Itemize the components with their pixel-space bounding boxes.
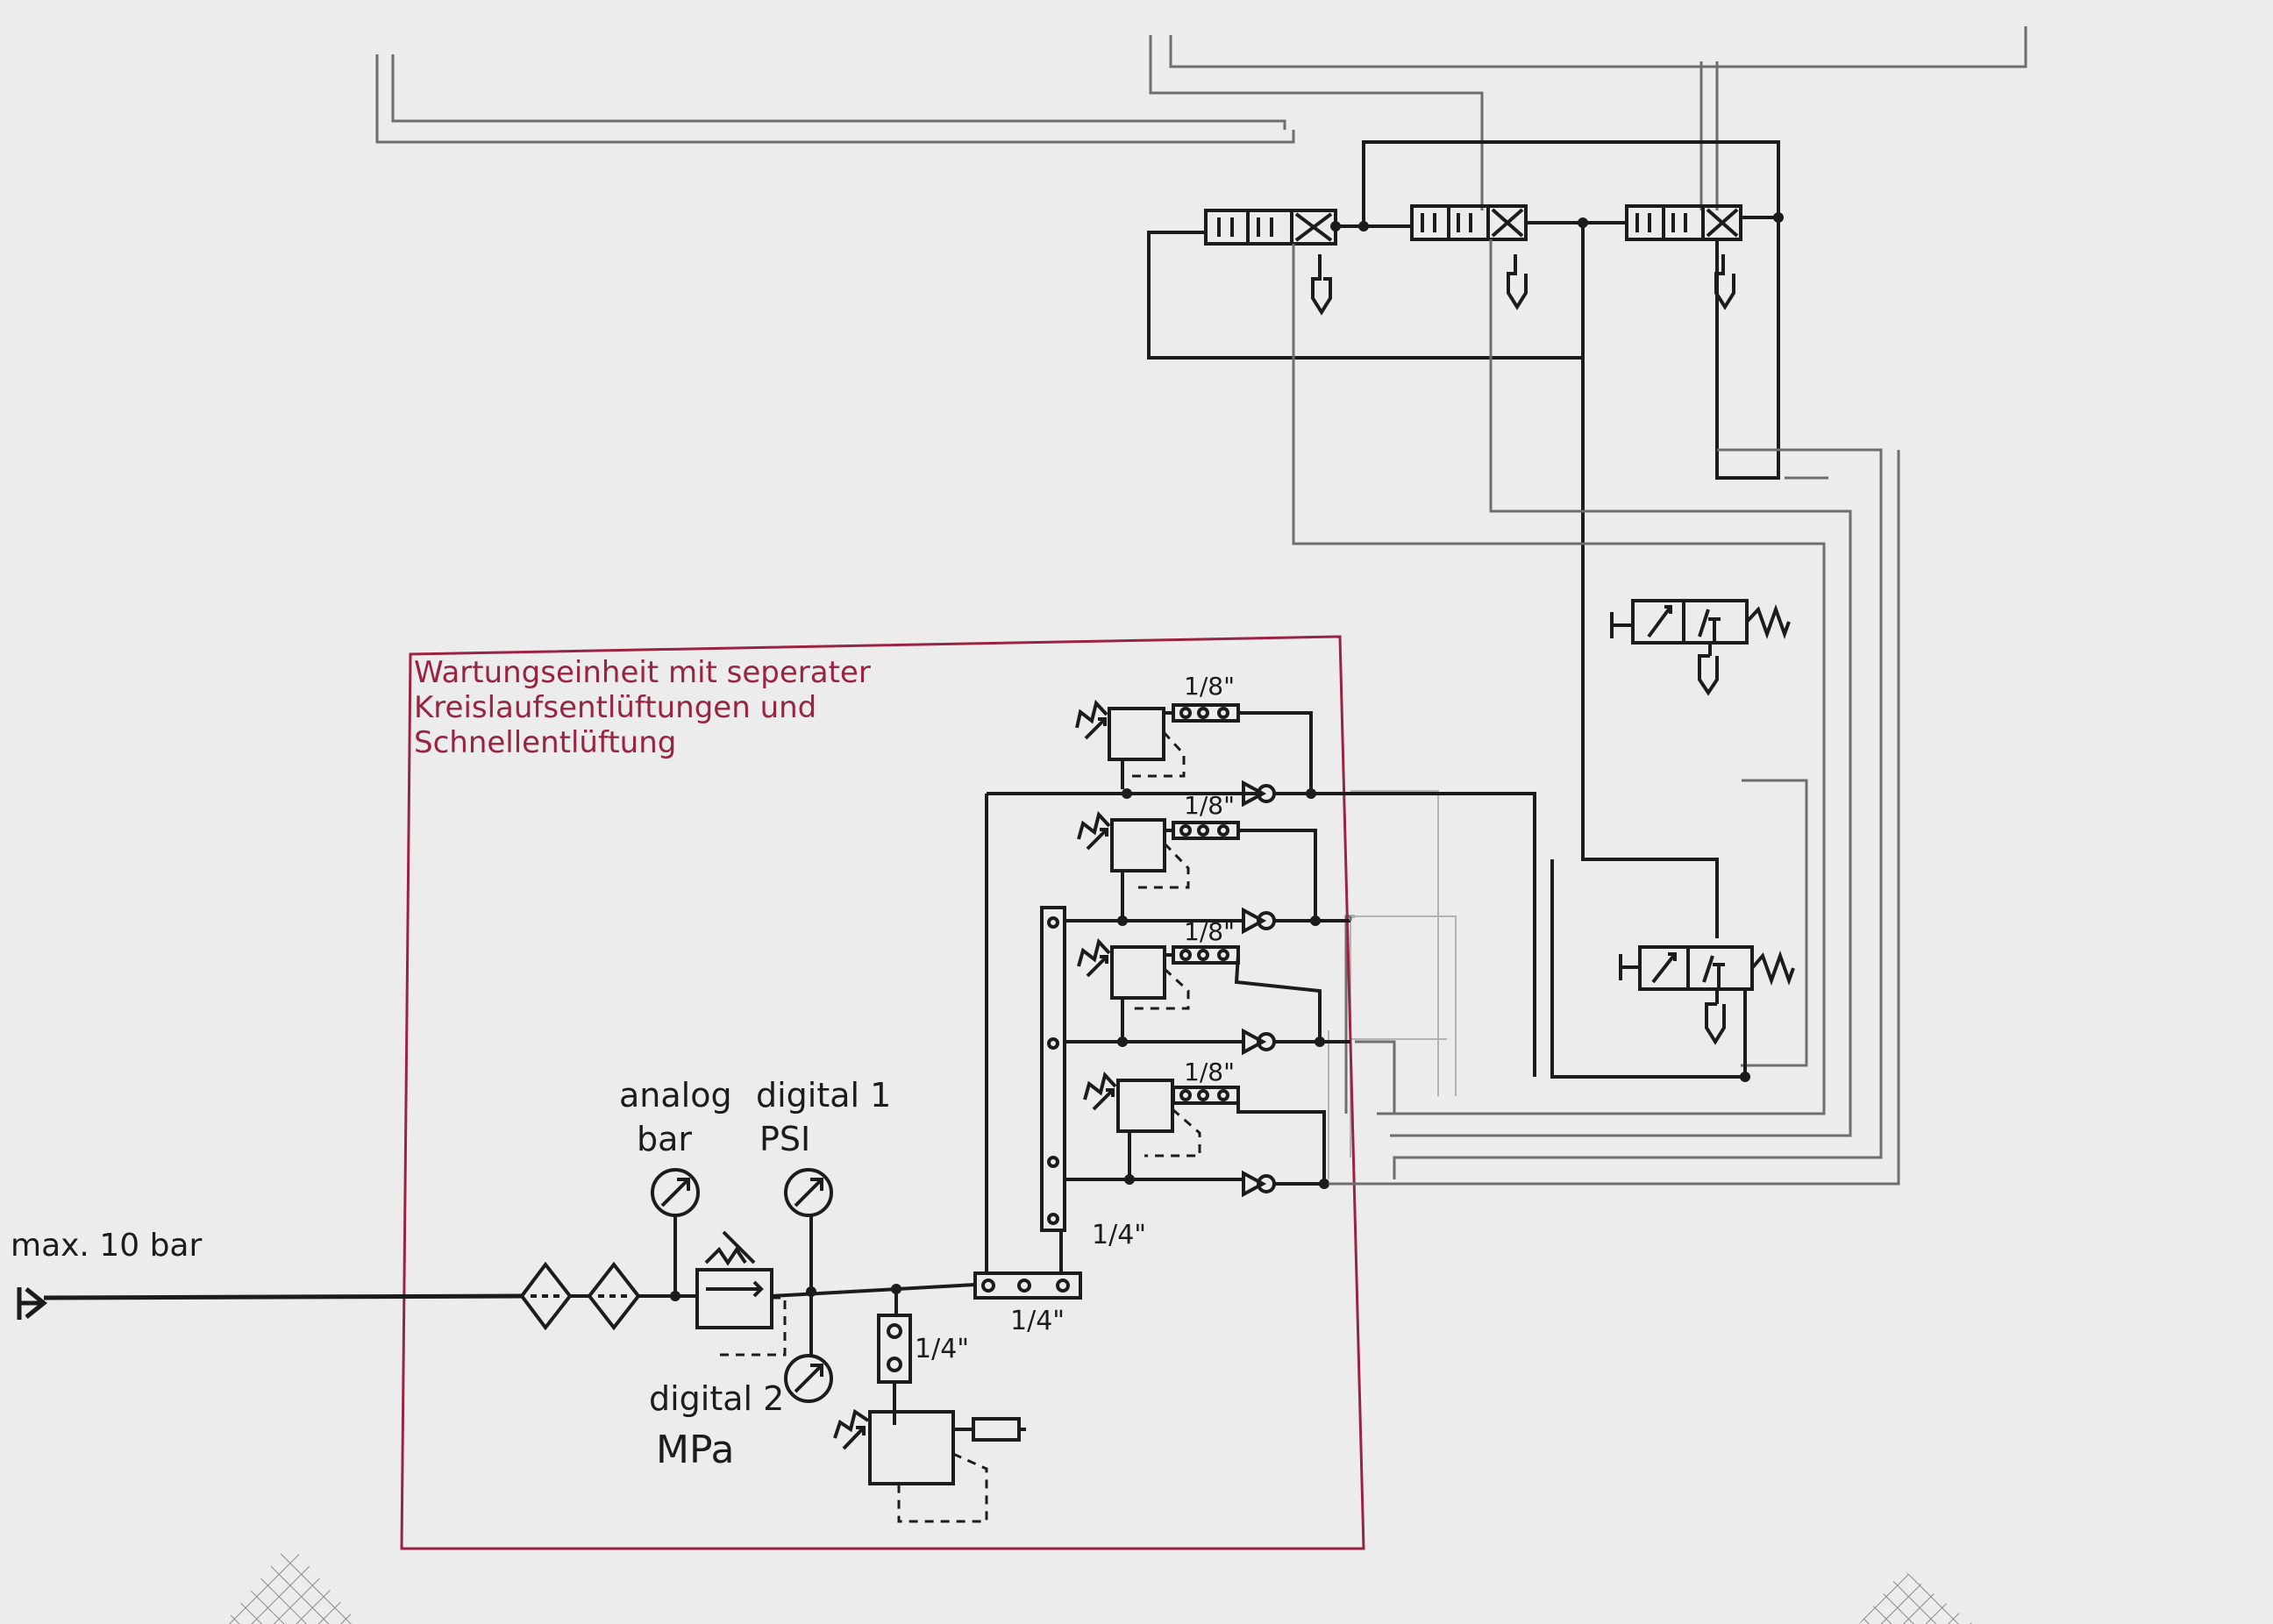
paper-scrap-right [1859,1570,1973,1624]
valve-2 [1410,204,1528,310]
box-caption-line-3: Schnellentlüftung [414,725,676,760]
cylinder-supply-lines [375,26,2027,210]
regulator-exhaust-returns [1329,450,1900,1186]
regulator-junctions [1117,788,1329,1189]
box-caption-line-2: Kreislaufsentlüftungen und [414,690,816,725]
gauge-digital-1-psi [784,1168,833,1217]
maintenance-unit-box [400,635,1365,1550]
branch-regulator-4 [1065,1071,1329,1198]
quick-exhaust-branch [833,1314,1026,1523]
port-main-label: 1/4" [1010,1306,1065,1336]
gauge-analog-unit: bar [637,1120,692,1158]
gauge-analog-label: analog [619,1076,732,1115]
gauge-analog-bar [651,1168,700,1217]
faint-construction-lines [1328,790,1457,1179]
manifold-main [973,794,1082,1300]
solenoid-valve-lower [1550,859,1795,1079]
port-manifold-label: 1/4" [1092,1220,1146,1250]
input-pressure-label: max. 10 bar [11,1228,202,1264]
port-branch-label: 1/4" [915,1334,969,1364]
branch-regulator-1 [1075,699,1536,1077]
port-regulator-1-label: 1/8" [1184,672,1235,701]
solenoid-valve-upper [1610,599,1791,696]
valve-junctions [1330,212,1784,231]
gauge-digital-1-unit: PSI [759,1120,810,1158]
branch-regulator-2 [1065,810,1350,935]
port-regulator-4-label: 1/8" [1184,1058,1235,1086]
port-regulator-2-label: 1/8" [1184,791,1235,820]
box-caption-line-1: Wartungseinheit mit seperater [414,655,871,690]
main-line-junctions [670,1284,901,1301]
junction-lower-valve [1740,1072,1750,1082]
port-regulator-3-label: 1/8" [1184,917,1235,946]
gauge-digital-2-label: digital 2 [649,1379,784,1418]
supply-inlet [17,1287,523,1320]
directional-valves-block [1147,140,1782,938]
gauge-digital-2-mpa [784,1354,833,1403]
branch-regulator-3 [1065,937,1350,1056]
paper-scrap-left [224,1543,360,1624]
gauge-digital-1-label: digital 1 [756,1076,891,1115]
gauge-digital-2-unit: MPa [656,1428,734,1472]
exhaust-lines [1292,239,1883,1179]
